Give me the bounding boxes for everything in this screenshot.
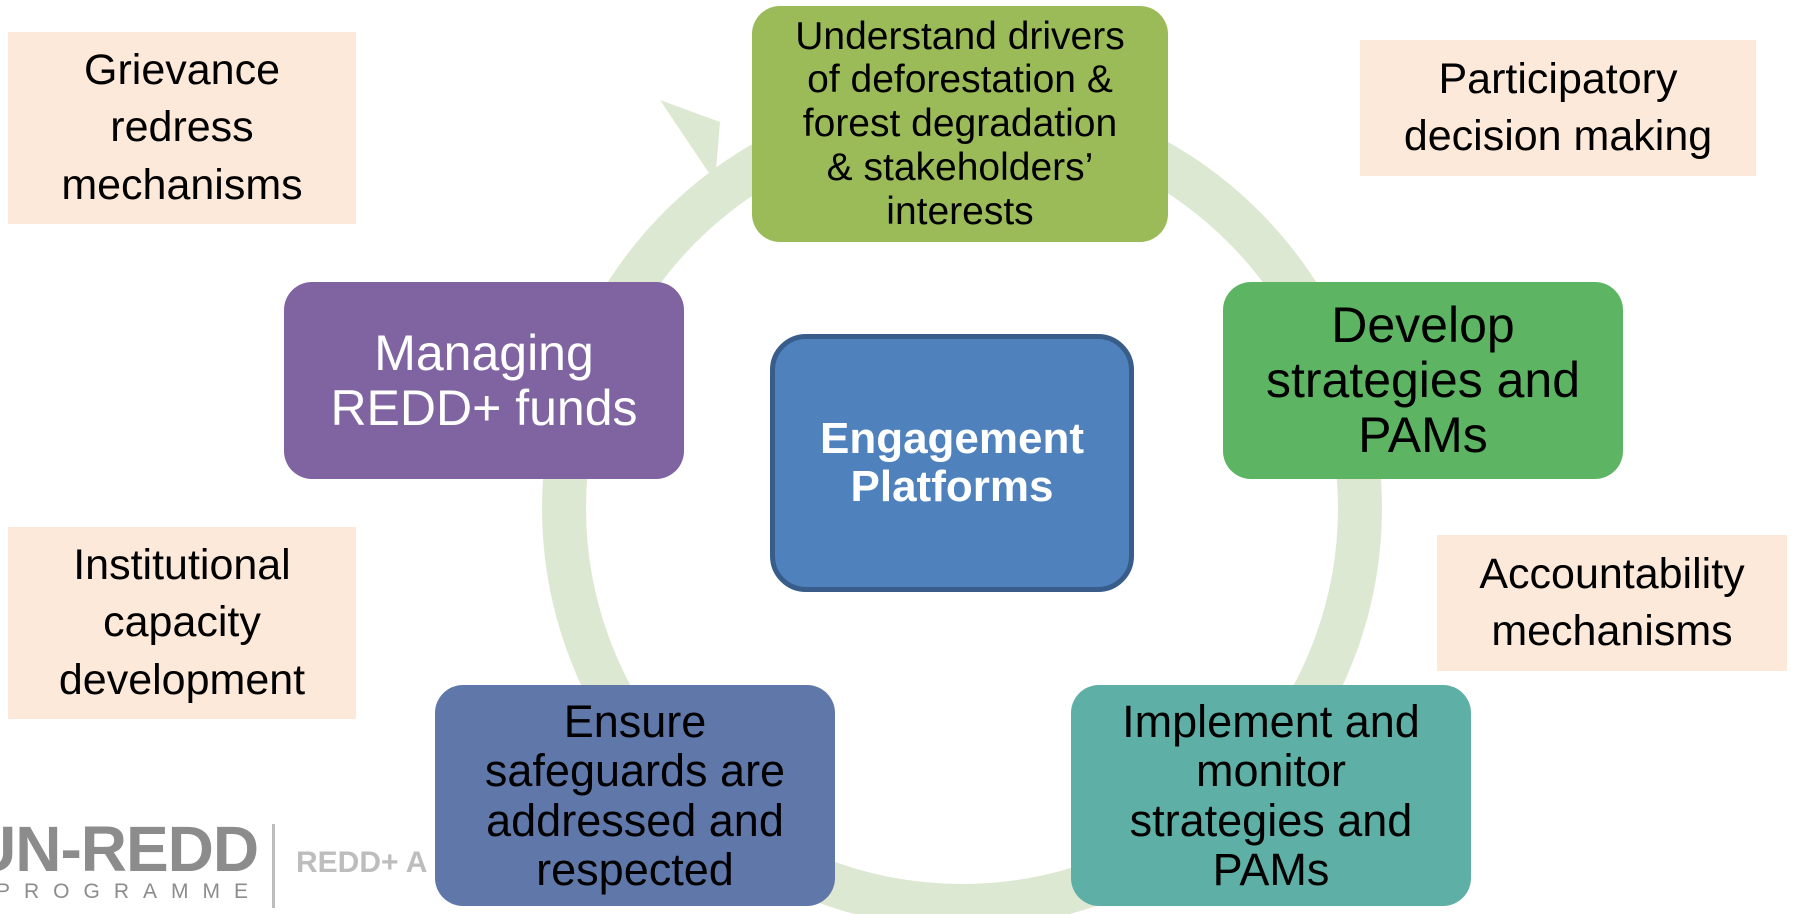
- center-engagement-platforms: Engagement Platforms: [770, 334, 1134, 592]
- logo-divider: [272, 824, 275, 908]
- note-grievance-redress: Grievance redress mechanisms: [8, 32, 356, 224]
- step-develop-strategies: Develop strategies and PAMs: [1223, 282, 1623, 479]
- note-accountability: Accountability mechanisms: [1437, 535, 1787, 671]
- step-implement-monitor: Implement and monitor strategies and PAM…: [1071, 685, 1471, 906]
- un-redd-logo: UN-REDD PROGRAMME REDD+ A: [0, 812, 560, 914]
- note-participatory-decision: Participatory decision making: [1360, 40, 1756, 176]
- cycle-arrowhead: [660, 100, 720, 182]
- step-ensure-safeguards: Ensure safeguards are addressed and resp…: [435, 685, 835, 906]
- note-institutional-capacity: Institutional capacity development: [8, 527, 356, 719]
- logo-tagline: REDD+ A: [296, 846, 428, 879]
- step-understand-drivers: Understand drivers of deforestation & fo…: [752, 6, 1168, 242]
- step-managing-funds: Managing REDD+ funds: [284, 282, 684, 479]
- logo-main-text: UN-REDD: [0, 813, 259, 885]
- logo-programme-text: PROGRAMME: [0, 880, 263, 903]
